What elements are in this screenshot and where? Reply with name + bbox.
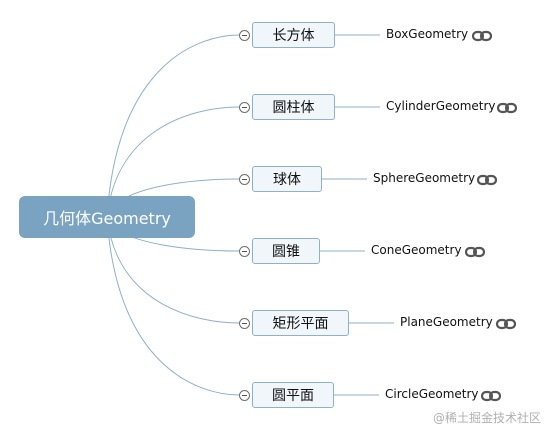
leaf-sphere-geometry[interactable]: SphereGeometry <box>373 171 476 185</box>
branch-node-box[interactable]: 长方体 <box>252 22 335 48</box>
leaf-cylinder-geometry[interactable]: CylinderGeometry <box>386 99 496 113</box>
watermark: @稀土掘金技术社区 <box>432 411 541 425</box>
chain-link-icon[interactable] <box>465 246 485 258</box>
branch-node-circle[interactable]: 圆平面 <box>252 382 334 408</box>
chain-link-icon[interactable] <box>477 174 497 186</box>
collapse-minus-icon[interactable] <box>239 30 250 41</box>
leaf-plane-geometry[interactable]: PlaneGeometry <box>400 315 493 329</box>
chain-link-icon[interactable] <box>481 390 501 402</box>
branch-node-plane[interactable]: 矩形平面 <box>252 310 349 336</box>
branch-node-cylinder[interactable]: 圆柱体 <box>252 94 335 120</box>
collapse-minus-icon[interactable] <box>239 318 250 329</box>
chain-link-icon[interactable] <box>496 318 516 330</box>
collapse-minus-icon[interactable] <box>239 390 250 401</box>
collapse-minus-icon[interactable] <box>239 102 250 113</box>
branch-node-cone[interactable]: 圆锥 <box>252 238 320 264</box>
branch-node-sphere[interactable]: 球体 <box>252 166 322 192</box>
branch-connector <box>106 216 240 396</box>
chain-link-icon[interactable] <box>472 30 492 42</box>
branch-connector <box>106 34 240 218</box>
collapse-minus-icon[interactable] <box>239 174 250 185</box>
collapse-minus-icon[interactable] <box>239 246 250 257</box>
leaf-box-geometry[interactable]: BoxGeometry <box>386 27 469 41</box>
branch-connector <box>106 216 240 324</box>
chain-link-icon[interactable] <box>497 102 517 114</box>
branch-connector <box>106 106 240 218</box>
leaf-cone-geometry[interactable]: ConeGeometry <box>371 243 462 257</box>
root-node[interactable]: 几何体Geometry <box>19 196 195 238</box>
leaf-circle-geometry[interactable]: CircleGeometry <box>385 387 479 401</box>
